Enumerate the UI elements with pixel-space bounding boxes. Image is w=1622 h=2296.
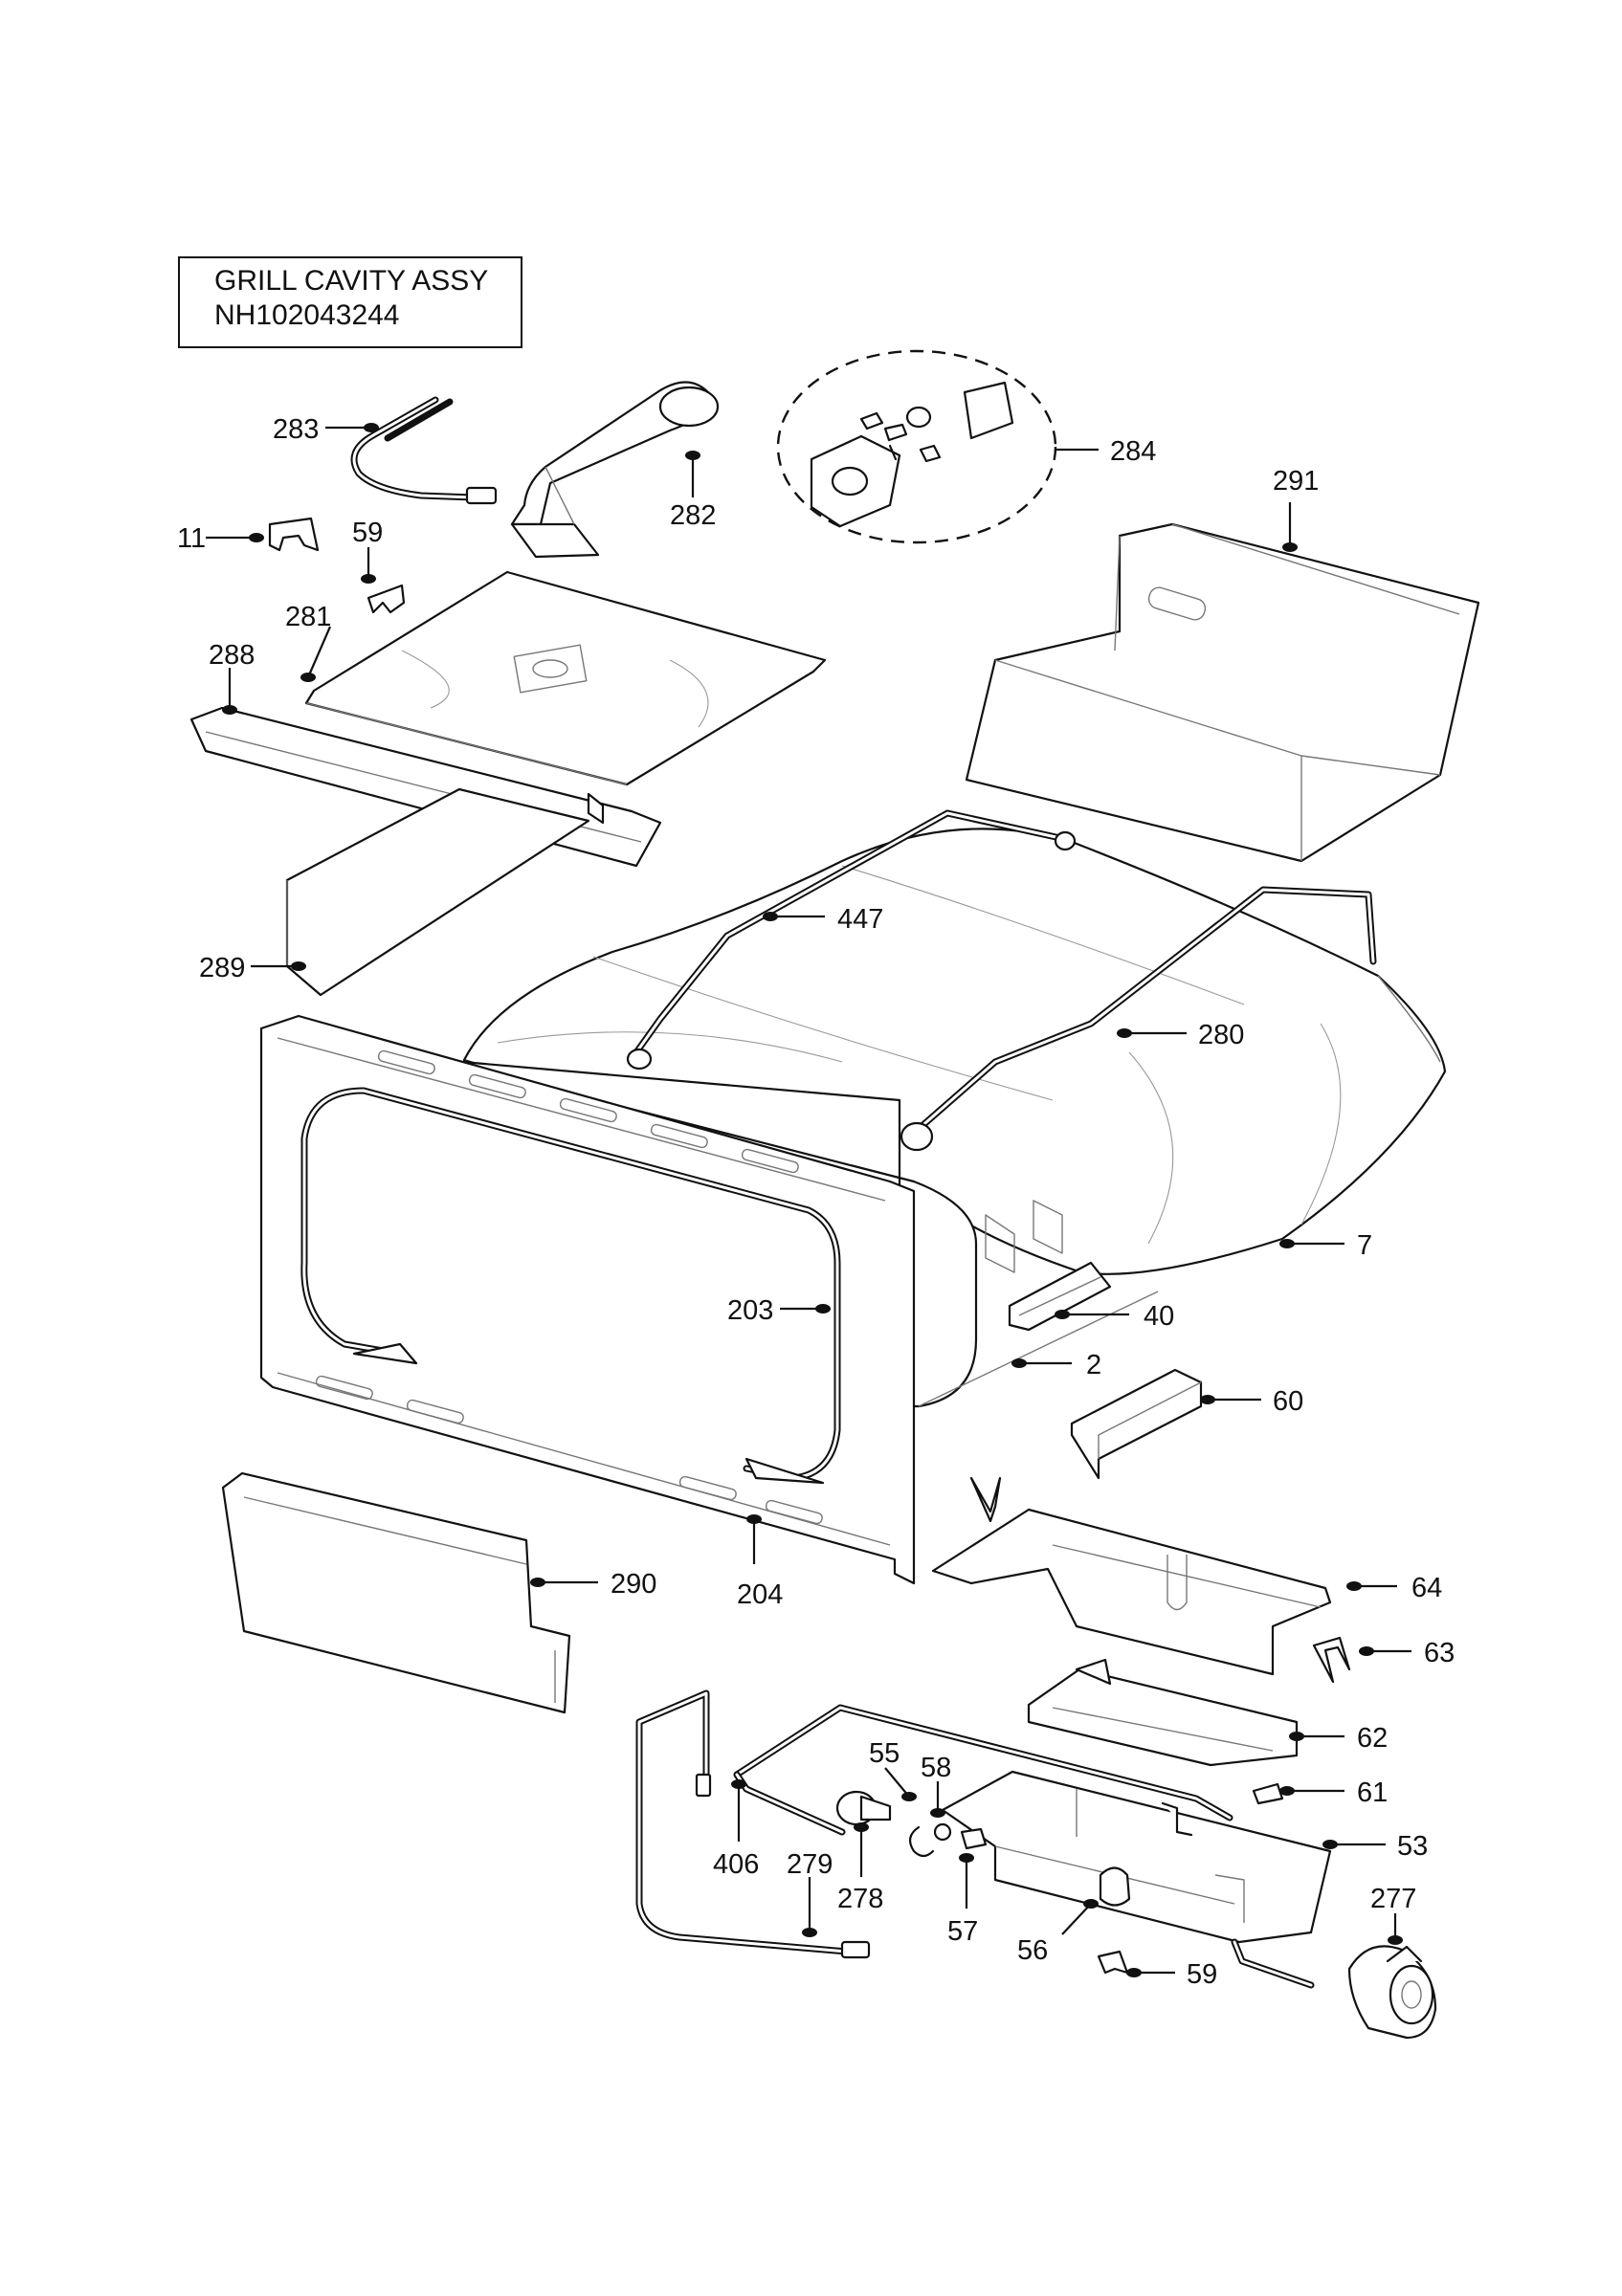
part-282-duct [510, 381, 720, 559]
callout-281: 281 [285, 602, 331, 632]
part-279-lead [635, 1689, 871, 1959]
callout-283: 283 [273, 414, 319, 445]
title-box: GRILL CAVITY ASSY NH102043244 [178, 256, 522, 348]
part-55-ring [908, 1825, 935, 1858]
callout-7: 7 [1357, 1230, 1372, 1261]
part-447-tube [626, 809, 1077, 1071]
part-284-hardware-kit [776, 349, 1057, 544]
part-11-clip [268, 517, 320, 552]
part-62-tray [1027, 1658, 1299, 1767]
callout-57: 57 [947, 1916, 978, 1947]
callout-280: 280 [1198, 1020, 1244, 1050]
part-40-bracket [1008, 1261, 1112, 1332]
callout-284: 284 [1110, 436, 1156, 467]
callout-64: 64 [1411, 1573, 1442, 1603]
callout-53: 53 [1397, 1831, 1428, 1862]
part-58-nut [933, 1822, 952, 1842]
part-277-fan [1231, 1938, 1437, 2040]
part-290-trim [221, 1471, 571, 1714]
callout-60: 60 [1273, 1386, 1303, 1417]
part-63-clip [1312, 1636, 1351, 1684]
callout-203: 203 [727, 1295, 773, 1326]
part-64-base-plate [931, 1476, 1332, 1676]
callout-291: 291 [1273, 466, 1319, 497]
part-59-clip-bottom [1097, 1950, 1129, 1975]
callout-204: 204 [737, 1579, 783, 1610]
part-204-front-frame [259, 1014, 916, 1585]
callout-2: 2 [1086, 1350, 1101, 1380]
part-289-panel [285, 787, 590, 997]
callout-61: 61 [1357, 1777, 1388, 1808]
assembly-part-number: NH102043244 [214, 299, 400, 331]
callout-282: 282 [670, 500, 716, 531]
callout-289: 289 [199, 953, 245, 983]
leaders [206, 423, 1411, 1977]
callout-62: 62 [1357, 1723, 1388, 1754]
part-291-panel [965, 522, 1480, 863]
callout-11: 11 [177, 523, 206, 554]
part-53-burner-tray [941, 1770, 1332, 1944]
callout-56: 56 [1017, 1935, 1048, 1966]
callout-40: 40 [1144, 1301, 1174, 1332]
part-59-clip-top [367, 584, 406, 614]
assembly-name: GRILL CAVITY ASSY [214, 265, 489, 297]
callout-406: 406 [713, 1849, 759, 1880]
callout-59-top: 59 [352, 518, 383, 548]
part-57-screw [960, 1827, 988, 1850]
callout-277: 277 [1370, 1884, 1416, 1914]
part-406-gas-tube [733, 1704, 1233, 1836]
callout-288: 288 [209, 640, 255, 671]
callout-290: 290 [611, 1569, 656, 1600]
part-56-knob [1099, 1866, 1131, 1907]
part-278-injector [835, 1790, 892, 1826]
callout-63: 63 [1424, 1638, 1455, 1668]
callout-279: 279 [787, 1849, 833, 1880]
part-60-bracket [1070, 1368, 1203, 1480]
callout-55: 55 [869, 1738, 900, 1769]
callout-278: 278 [837, 1884, 883, 1914]
part-283-wire [350, 396, 498, 505]
part-61-clip [1252, 1782, 1284, 1805]
part-280-tube [900, 886, 1377, 1152]
callout-59-bottom: 59 [1187, 1959, 1217, 1990]
callout-58: 58 [921, 1753, 951, 1783]
callout-labels: 283 282 284 291 11 59 281 288 447 289 28… [177, 414, 1455, 1990]
callout-447: 447 [837, 904, 883, 935]
part-203-seal [300, 1087, 841, 1485]
part-281-top-plate [304, 570, 827, 786]
